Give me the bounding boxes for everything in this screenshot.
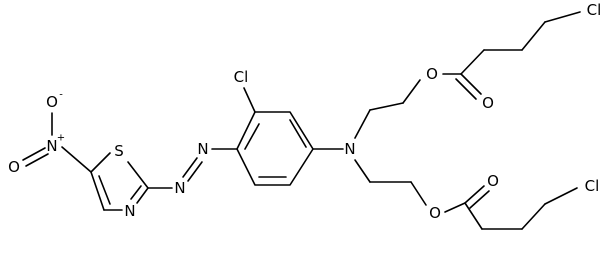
bond-thz-n-c2 xyxy=(136,187,149,204)
atom-o-carbonyl-bottom: O xyxy=(487,172,499,190)
bond-carbonyl-double-bottom-a xyxy=(464,185,485,204)
atom-o-ester-top: O xyxy=(426,65,438,83)
atom-o-carbonyl-top: O xyxy=(482,94,494,112)
bond-thz-c2-s xyxy=(127,161,149,189)
bond-thz-c5-c4-inner xyxy=(98,175,111,205)
bond-azo-double-b xyxy=(187,161,203,182)
atom-cl-top-right: Cl xyxy=(587,1,602,19)
bond-nitro-o-left-a xyxy=(22,147,46,161)
atom-n-thiazole: N xyxy=(124,202,135,220)
bond-oester-ch2-top xyxy=(402,79,421,104)
bond-c5-n-nitro xyxy=(61,146,92,173)
atom-labels: Cl O O Cl N O O Cl N N S N N + O - O xyxy=(8,1,601,222)
bond-carbonyl-double-bottom-b xyxy=(469,190,490,209)
bond-c2-c1-bottom xyxy=(521,203,546,230)
atom-s-thiazole: S xyxy=(114,142,124,160)
bond-n-ch2-bottom xyxy=(354,159,371,183)
atom-o-nitro-left: O xyxy=(8,158,20,176)
benzene-inner-2 xyxy=(244,123,260,150)
atom-o-nitro-top: O xyxy=(46,93,58,111)
bond-thz-c5-c4 xyxy=(90,171,105,211)
bond-ch2-n-top xyxy=(354,109,371,139)
bonds xyxy=(22,11,581,230)
bond-nitro-o-left-b xyxy=(25,153,49,167)
bond-oester-ccarbonyl-bottom xyxy=(444,202,466,213)
bond-c1-c2-top xyxy=(521,21,546,51)
bond-thz-n-c2-inner xyxy=(130,185,142,200)
atom-cl-ring: Cl xyxy=(234,68,249,86)
bond-ch2-oester-bottom xyxy=(410,181,427,206)
atom-cl-bottom-right: Cl xyxy=(585,177,600,195)
bond-carbonyl-double-top-b xyxy=(455,78,477,100)
bond-ccarbonyl-c3-bottom xyxy=(464,202,483,230)
bond-c1-cl-bottom xyxy=(544,187,578,205)
bond-azo-double-a xyxy=(182,157,198,178)
bond-ch2-ch2-top xyxy=(369,102,404,111)
atom-o-ester-bottom: O xyxy=(429,204,441,222)
bond-thz-s-c5 xyxy=(90,152,111,173)
bond-c3-ccarbonyl-top xyxy=(460,49,485,75)
benzene-ring xyxy=(236,111,314,186)
atom-n-azo-1: N xyxy=(197,140,208,158)
bond-ring-cl xyxy=(243,87,256,113)
atom-n-nitro: N xyxy=(46,137,57,155)
atom-n-azo-2: N xyxy=(174,179,185,197)
bond-carbonyl-double-top-a xyxy=(460,73,482,95)
charge-nitro-plus: + xyxy=(57,133,65,144)
benzene-inner-1 xyxy=(289,119,307,148)
atom-n-amine: N xyxy=(344,140,355,158)
bond-cl-c1-top xyxy=(544,11,581,23)
charge-nitro-minus: - xyxy=(59,90,63,101)
